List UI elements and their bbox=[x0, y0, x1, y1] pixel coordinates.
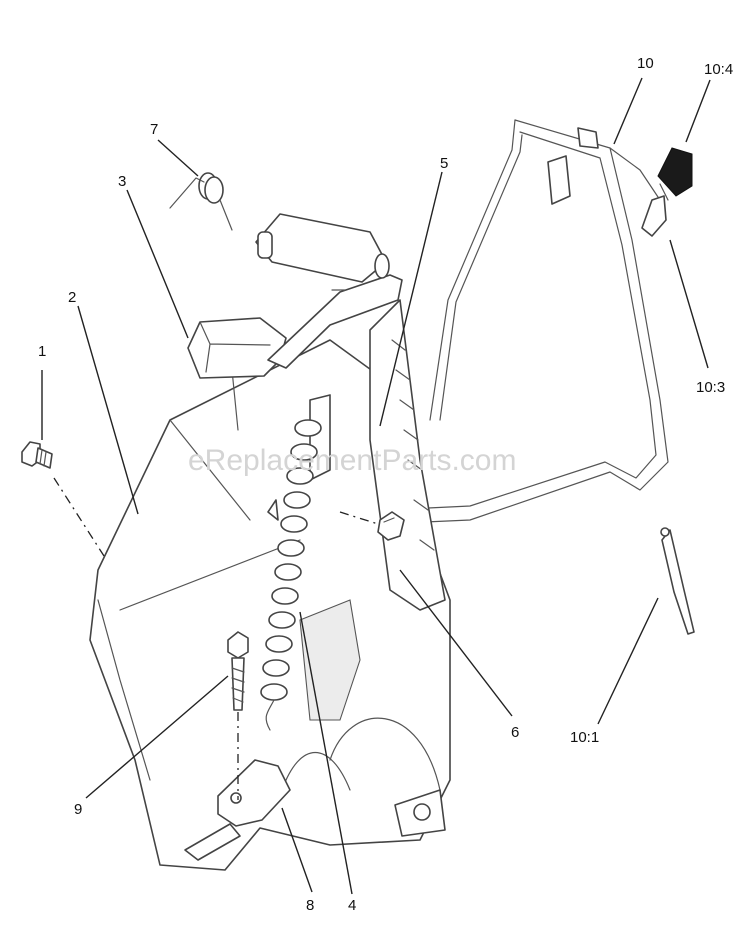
part-1-alignment-line bbox=[53, 477, 105, 557]
callout-10-1: 10:1 bbox=[570, 729, 599, 746]
part-10-bail-rod bbox=[424, 119, 669, 523]
part-2-bracket-housing bbox=[89, 339, 451, 871]
part-4-spring bbox=[260, 419, 322, 731]
callout-labels: 1 2 3 4 5 6 7 8 9 10 10:1 10:3 10:4 bbox=[38, 55, 733, 914]
callout-7: 7 bbox=[150, 121, 158, 138]
part-1-screw bbox=[21, 441, 53, 469]
part-7-torsion-spring bbox=[169, 172, 233, 231]
part-10-3-connector bbox=[641, 195, 667, 237]
part-3-pedal-lever bbox=[187, 213, 403, 481]
callout-5: 5 bbox=[440, 155, 448, 172]
part-8-anchor-bracket bbox=[184, 759, 291, 861]
part-9-bolt bbox=[227, 631, 249, 711]
part-10-4-grip bbox=[657, 147, 693, 201]
callout-2: 2 bbox=[68, 289, 76, 306]
part-10-1-pin bbox=[660, 527, 695, 635]
part-6-alignment-line bbox=[339, 511, 379, 525]
watermark: eReplacementParts.com bbox=[188, 444, 516, 477]
callout-8: 8 bbox=[306, 897, 314, 914]
callout-6: 6 bbox=[511, 724, 519, 741]
leader-lines bbox=[41, 77, 711, 895]
part-6-bolt bbox=[377, 511, 405, 541]
callout-10-4: 10:4 bbox=[704, 61, 733, 78]
callout-3: 3 bbox=[118, 173, 126, 190]
callout-10: 10 bbox=[637, 55, 654, 72]
callout-1: 1 bbox=[38, 343, 46, 360]
callout-10-3: 10:3 bbox=[696, 379, 725, 396]
callout-9: 9 bbox=[74, 801, 82, 818]
callout-4: 4 bbox=[348, 897, 356, 914]
bail-clip bbox=[547, 155, 571, 205]
